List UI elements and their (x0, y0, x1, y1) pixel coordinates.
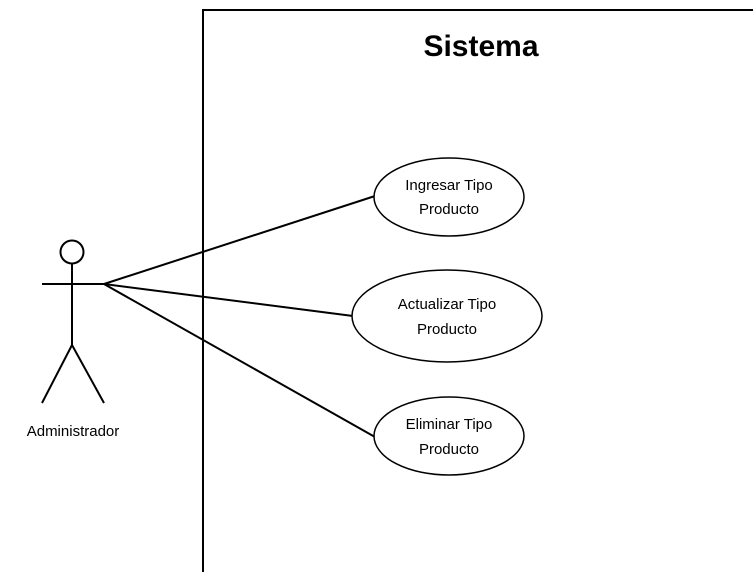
system-boundary (202, 9, 753, 572)
use-case-label-line1: Actualizar Tipo (398, 296, 496, 313)
association-ingresar (103, 195, 376, 285)
actor-label: Administrador (27, 423, 120, 440)
use-case-ellipse (373, 396, 525, 476)
use-case-actualizar-tipo-producto: Actualizar Tipo Producto (351, 269, 543, 363)
actor-head (59, 239, 85, 265)
actor-left-leg (41, 344, 73, 404)
use-case-label-line2: Producto (419, 441, 479, 458)
actor-administrador: Administrador (27, 239, 120, 440)
use-case-label-line1: Ingresar Tipo (405, 177, 493, 194)
use-case-label-line2: Producto (419, 201, 479, 218)
use-case-label-line1: Eliminar Tipo (406, 416, 493, 433)
association-actualizar (103, 283, 354, 317)
actor-right-leg (71, 344, 105, 404)
use-case-ingresar-tipo-producto: Ingresar Tipo Producto (373, 157, 525, 237)
use-case-ellipse (373, 157, 525, 237)
association-eliminar (103, 283, 376, 438)
use-case-ellipse (351, 269, 543, 363)
use-case-label-line2: Producto (417, 321, 477, 338)
system-title: Sistema (423, 30, 538, 63)
use-case-eliminar-tipo-producto: Eliminar Tipo Producto (373, 396, 525, 476)
